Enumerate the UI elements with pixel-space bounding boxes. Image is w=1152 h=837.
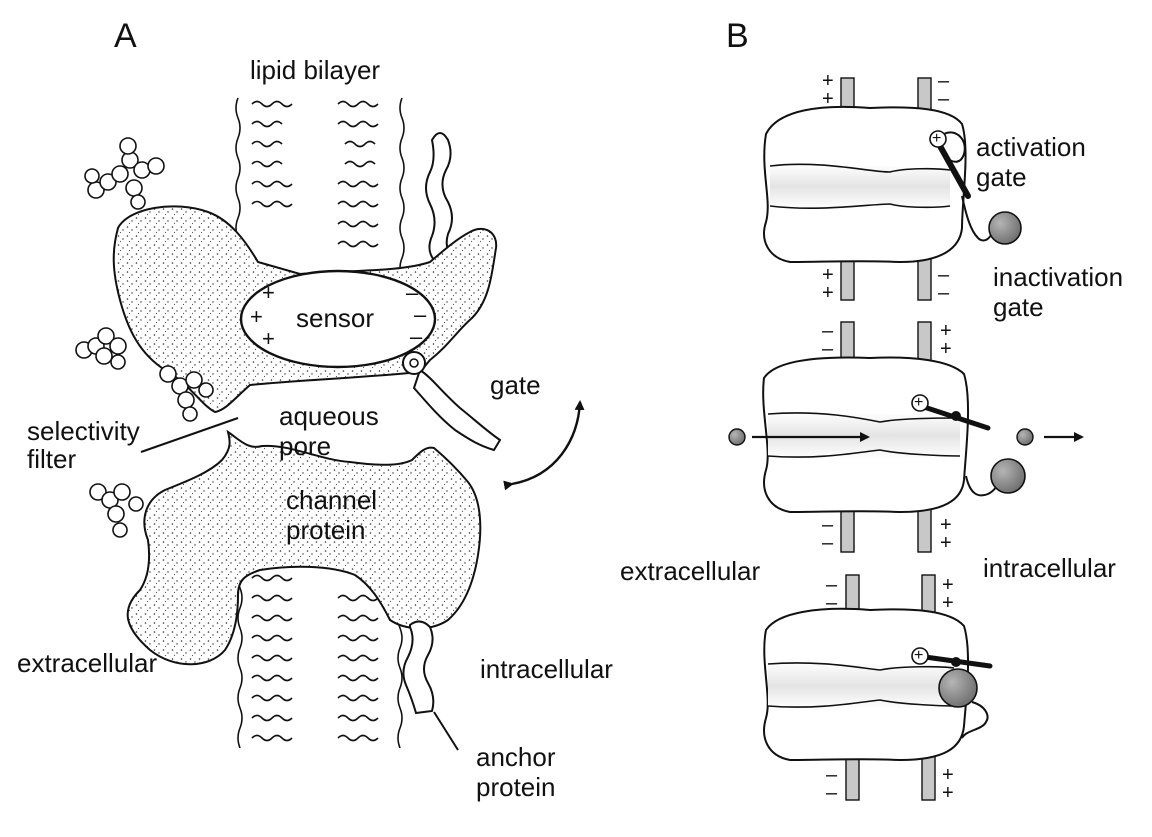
gate-flap: [412, 368, 502, 452]
channel-protein-lower: [126, 429, 482, 666]
membrane-charge-2-int: + +: [940, 320, 952, 360]
gate-charge-3: +: [914, 647, 924, 664]
extracellular-label-a: extracellular: [17, 648, 158, 678]
sensor-charge-minus-2: –: [414, 302, 427, 327]
channel-1-pore: [770, 164, 950, 209]
ion-out: [1016, 428, 1034, 446]
channel-protein-label-1: channel: [286, 485, 378, 515]
channel-open: [728, 356, 1084, 514]
extracellular-label-b: extracellular: [620, 556, 761, 586]
ion-in: [728, 428, 746, 446]
selectivity-filter-leader: [140, 417, 239, 453]
membrane-charge-3b-int: + +: [942, 764, 954, 804]
panel-a: [75, 97, 585, 751]
activation-gate-label-1: activation: [976, 132, 1086, 162]
gate-hinge-center: [409, 358, 419, 368]
gate-charge-2: +: [914, 394, 924, 411]
anchor-protein-label-2: protein: [476, 772, 556, 802]
anchor-protein-upper: [425, 132, 455, 262]
lipid-bilayer-upper: [235, 97, 405, 279]
membrane-charge-3-int: + +: [942, 574, 954, 614]
sensor-charge-minus-3: –: [410, 324, 423, 349]
activation-gate-pivot-2: [951, 411, 961, 421]
activation-gate-pivot-3: [951, 657, 961, 667]
lipid-bilayer-label: lipid bilayer: [250, 55, 381, 85]
channel-1-pore-upper-edge: [769, 163, 951, 173]
panel-b: [728, 77, 1084, 801]
intracellular-label-a: intracellular: [480, 654, 613, 684]
selectivity-filter-label-1: selectivity: [27, 416, 140, 446]
membrane-charge-3b-ext: – –: [826, 764, 838, 804]
channel-protein-label-2: protein: [286, 515, 366, 545]
sensor-charge-plus-2: +: [250, 304, 263, 329]
gate-charge-1: +: [932, 130, 942, 147]
anchor-protein-label-1: anchor: [476, 742, 556, 772]
aqueous-pore-label-1: aqueous: [279, 401, 379, 431]
gate-motion-arrow: [503, 400, 585, 491]
selectivity-filter-label-2: filter: [27, 444, 77, 474]
sensor-charge-plus-3: +: [262, 326, 275, 351]
membrane-charge-3-ext: – –: [826, 574, 838, 614]
channel-3-pore: [768, 662, 954, 709]
panel-b-letter: B: [726, 17, 749, 55]
gate-label: gate: [490, 370, 541, 400]
membrane-charge-1-ext: + +: [822, 70, 834, 110]
membrane-charge-2b-int: + +: [940, 514, 952, 554]
inactivation-gate-label-1: inactivation: [993, 262, 1124, 292]
inactivation-ball-2: [990, 458, 1026, 494]
activation-gate-label-2: gate: [976, 162, 1027, 192]
sensor-label: sensor: [296, 303, 375, 333]
membrane-charge-2-ext: – –: [822, 320, 834, 360]
channel-3-pore-upper-edge: [767, 662, 955, 671]
channel-inactivated: [763, 607, 993, 762]
channel-closed: [763, 105, 1022, 264]
activation-gate-charge-ring-3: [911, 647, 929, 665]
activation-gate-charge-ring-2: [911, 394, 929, 412]
membrane-charge-1b-int: – –: [938, 264, 950, 304]
membrane-charge-2b-ext: – –: [822, 514, 834, 554]
sugar-chain-1: [84, 137, 165, 210]
panel-a-letter: A: [114, 17, 137, 55]
activation-gate-charge-ring-1: [929, 130, 947, 148]
sugar-chain-2: [75, 327, 127, 370]
channel-2-pore-upper-edge: [767, 412, 961, 423]
anchor-protein-lower: [402, 620, 435, 715]
inactivation-tether-3: [961, 701, 989, 739]
aqueous-pore-label-2: pore: [279, 431, 332, 461]
inactivation-ball-3: [938, 668, 978, 708]
sugar-chain-3: [159, 365, 214, 422]
sugar-chain-4: [89, 483, 144, 538]
membrane-charge-1-int: – –: [938, 70, 950, 110]
anchor-protein-leader: [433, 711, 459, 751]
sensor-charge-plus-1: +: [262, 280, 275, 305]
sensor-charge-minus-1: –: [406, 280, 419, 305]
channel-3-pore-lower-edge: [767, 699, 955, 708]
voltage-sensor: [239, 269, 437, 369]
membrane-charge-1b-ext: + +: [822, 264, 834, 304]
inactivation-tether-1: [961, 195, 993, 242]
channel-2-pore-lower-edge: [767, 449, 961, 458]
channel-1-pore-lower-edge: [769, 203, 951, 210]
activation-gate-bar-1: [937, 143, 971, 199]
inactivation-gate-label-2: gate: [993, 292, 1044, 322]
intracellular-label-b: intracellular: [983, 553, 1116, 583]
lipid-bilayer-lower: [237, 567, 403, 749]
inactivation-ball-1: [988, 211, 1022, 245]
